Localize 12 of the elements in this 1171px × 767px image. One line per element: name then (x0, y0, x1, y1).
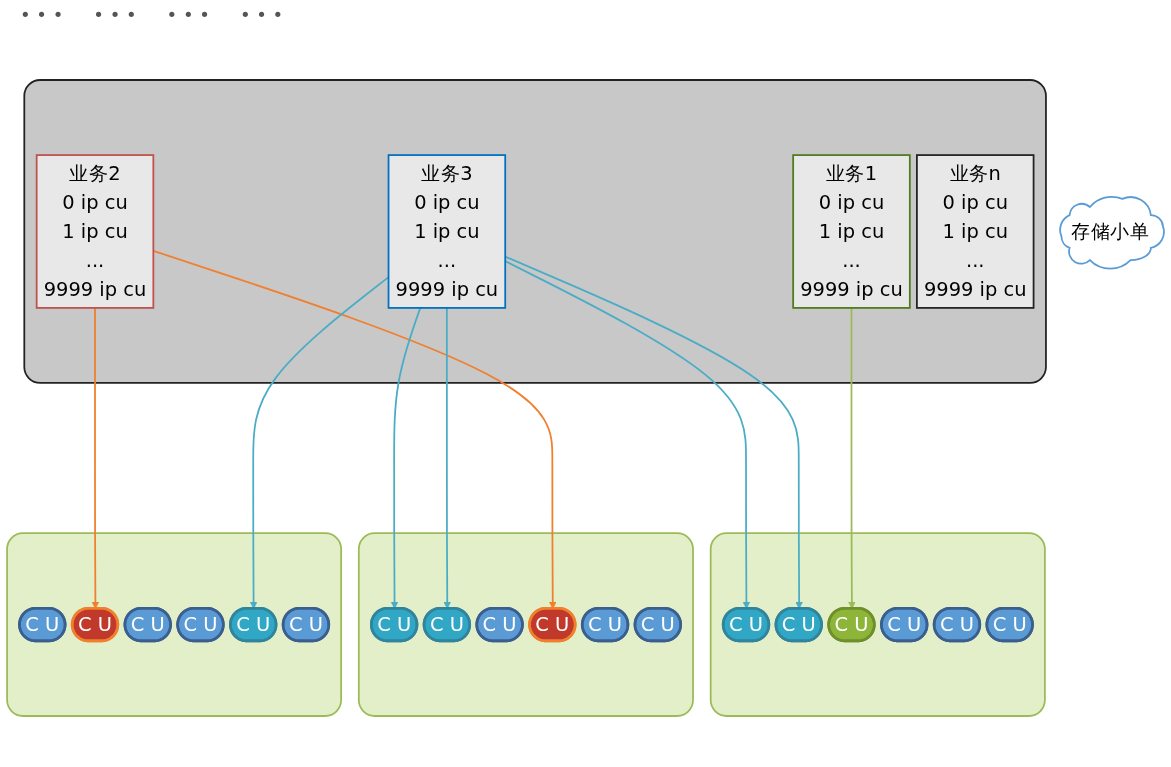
ellipsis-dots: • • • (20, 4, 64, 25)
ellipsis-dots: • • • (239, 4, 284, 25)
ellipsis-dots: • • • (93, 4, 137, 25)
cluster (709, 532, 1046, 717)
cluster (357, 532, 694, 717)
node-box: 业务3 0 ip cu 1 ip cu ... 9999 ip cu (387, 154, 507, 309)
node-box: 业务2 0 ip cu 1 ip cu ... 9999 ip cu (35, 154, 155, 309)
ellipsis-dots: • • • (166, 4, 210, 25)
node-box: 业务n 0 ip cu 1 ip cu ... 9999 ip cu (916, 154, 1035, 309)
node-box: 业务1 0 ip cu 1 ip cu ... 9999 ip cu (792, 154, 911, 309)
cluster (6, 532, 343, 717)
cluster (23, 79, 1047, 384)
